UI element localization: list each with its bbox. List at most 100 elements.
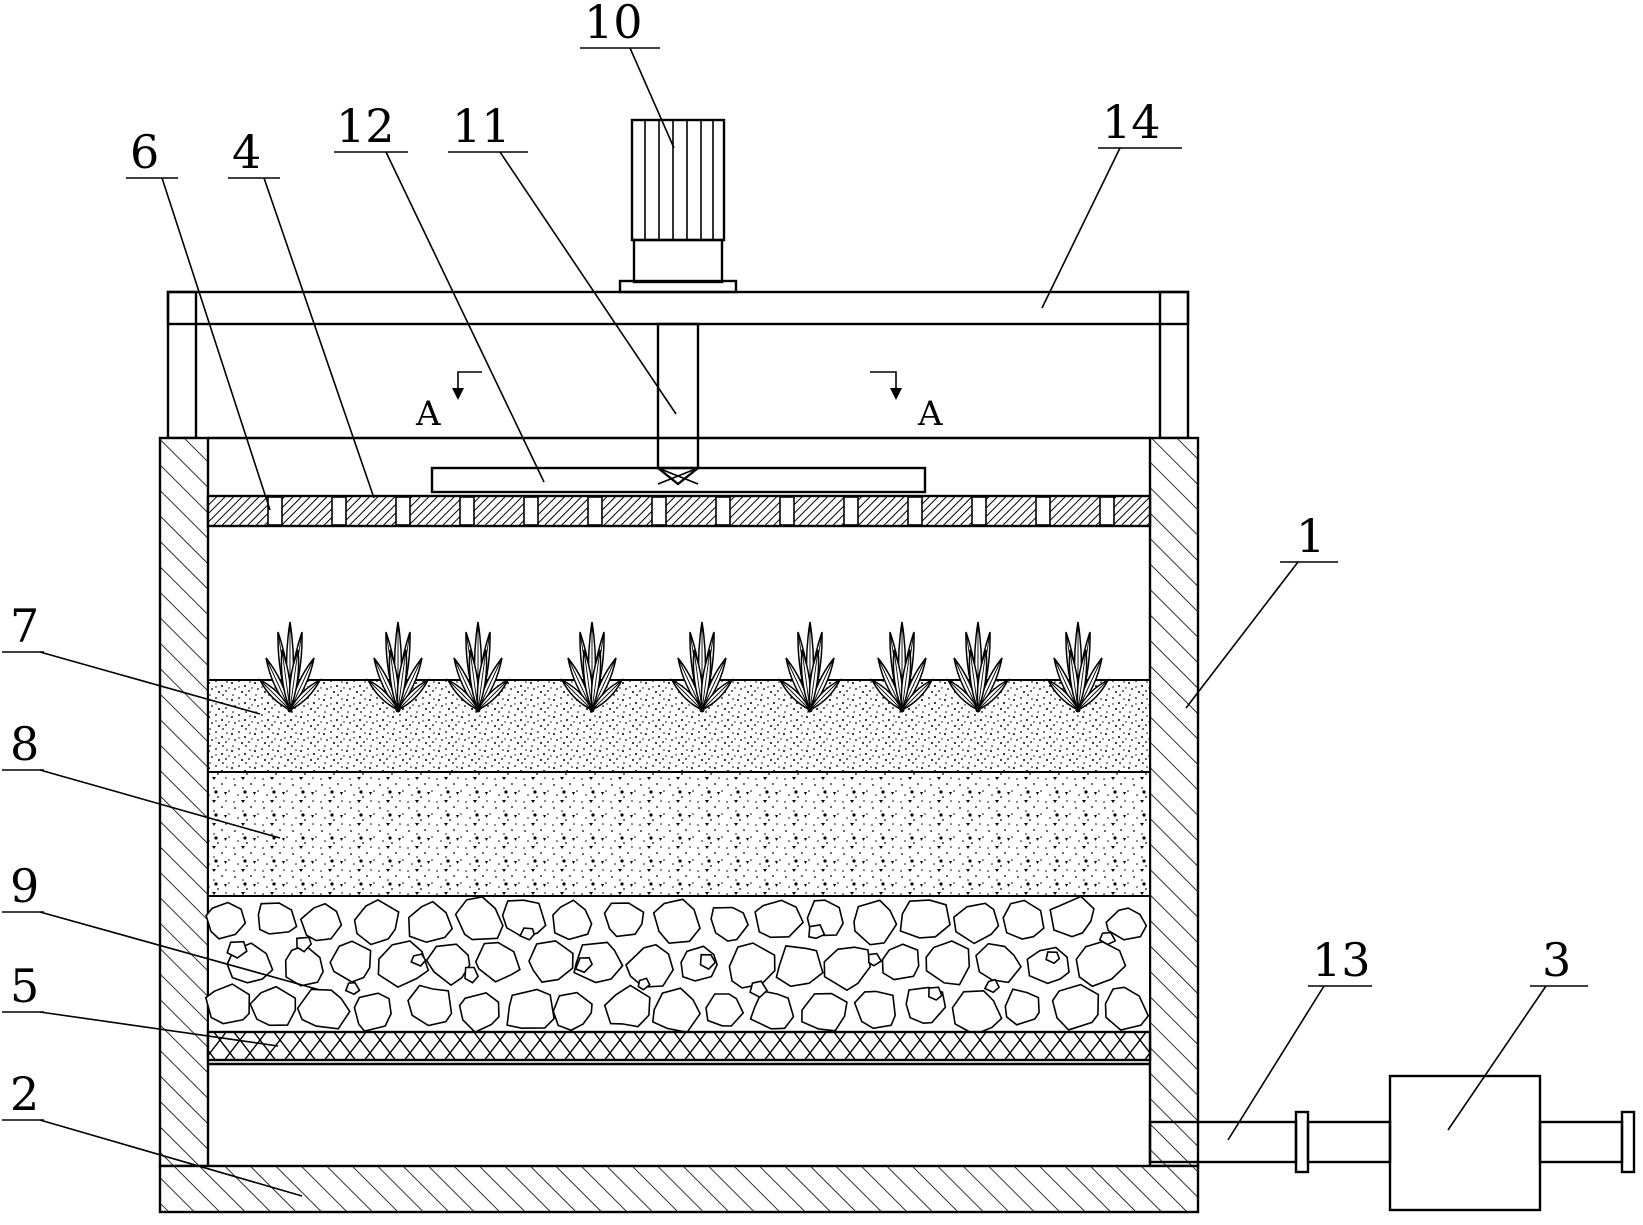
- plant: [366, 621, 430, 713]
- plant: [946, 621, 1010, 713]
- gravel-stone: [952, 902, 1000, 945]
- plate-hole: [651, 496, 667, 526]
- gravel-stone: [204, 983, 251, 1025]
- plate-hole: [267, 496, 283, 526]
- plant: [670, 621, 734, 713]
- gravel-stone: [899, 899, 951, 939]
- gravel-stone: [410, 953, 427, 967]
- label-12: 12: [336, 99, 395, 153]
- gravel-layer: [204, 895, 1151, 1036]
- label-9: 9: [10, 859, 39, 913]
- gravel-stone: [808, 924, 826, 940]
- gravel-stone: [205, 901, 247, 940]
- label-8: 8: [10, 717, 39, 771]
- gravel-stone: [1075, 940, 1127, 988]
- plate-hole: [1035, 496, 1051, 526]
- gravel-stone: [464, 966, 480, 984]
- plant: [446, 621, 510, 713]
- gravel-stone: [284, 944, 324, 987]
- soil-layer: [207, 679, 1151, 773]
- gravel-stone: [407, 900, 454, 944]
- label-13: 13: [1312, 933, 1371, 987]
- gravel-stone: [749, 980, 769, 999]
- gravel-stone: [519, 927, 536, 941]
- gravel-stone: [625, 943, 674, 988]
- label-2: 2: [10, 1067, 39, 1121]
- gravel-stone: [353, 992, 392, 1032]
- gravel-stone: [353, 898, 400, 946]
- gravel-stone: [983, 978, 1001, 994]
- plate-hole: [331, 496, 347, 526]
- section-mark-left: A: [415, 394, 441, 434]
- gravel-stone: [925, 940, 971, 986]
- gravel-stone: [749, 990, 795, 1030]
- gravel-stone: [705, 993, 745, 1027]
- plants: [258, 621, 1110, 713]
- gravel-stone: [1098, 931, 1117, 946]
- gravel-stone: [574, 956, 594, 974]
- gravel-stone: [249, 985, 297, 1027]
- label-14: 14: [1102, 95, 1161, 149]
- plate-hole: [1099, 496, 1115, 526]
- drive-shaft: [656, 322, 700, 486]
- gravel-stone: [951, 989, 1003, 1036]
- section-mark-right: A: [917, 394, 943, 434]
- gravel-stone: [775, 945, 824, 988]
- gravel-stone: [299, 902, 343, 942]
- plant: [1046, 621, 1110, 713]
- gravel-stone: [1051, 983, 1100, 1031]
- gravel-stone: [458, 992, 500, 1034]
- plant: [258, 621, 322, 713]
- plate-hole: [715, 496, 731, 526]
- label-10: 10: [584, 0, 643, 49]
- gravel-stone: [329, 940, 372, 983]
- gravel-stone: [652, 898, 701, 945]
- gravel-stone: [867, 952, 883, 967]
- plate-hole: [779, 496, 795, 526]
- motor: [618, 118, 738, 294]
- gravel-stone: [454, 896, 504, 941]
- label-7: 7: [10, 599, 39, 653]
- gravel-stone: [801, 992, 848, 1032]
- gravel-stone: [296, 988, 351, 1030]
- top-frame: [166, 290, 1190, 440]
- gravel-stone: [1104, 986, 1150, 1031]
- plate-hole: [459, 496, 475, 526]
- label-5: 5: [10, 959, 39, 1013]
- tank-right-wall: [1148, 436, 1200, 1168]
- gravel-stone: [823, 946, 872, 992]
- part-labels: 1 2 3 4 5 6 7 8 9 10 11 12 13 14: [10, 0, 1571, 1121]
- gravel-stone: [344, 981, 361, 996]
- gravel-stone: [552, 899, 593, 941]
- gravel-stone: [975, 942, 1022, 984]
- gravel-stone: [710, 906, 750, 942]
- label-1: 1: [1296, 509, 1325, 563]
- tank-base: [158, 1164, 1200, 1214]
- gravel-stone: [927, 986, 943, 1001]
- gravel-stone: [226, 940, 248, 959]
- label-11: 11: [452, 99, 511, 153]
- gravel-stone: [474, 941, 521, 983]
- gravel-stone: [603, 984, 651, 1028]
- gravel-stone: [257, 902, 298, 935]
- plant: [560, 621, 624, 713]
- sand-layer: [207, 771, 1151, 897]
- gravel-stone: [754, 899, 805, 939]
- plate-hole: [907, 496, 923, 526]
- gravel-stone: [853, 899, 898, 946]
- gravel-stone: [1049, 895, 1095, 938]
- gravel-stone: [528, 940, 574, 983]
- perforated-plate: [206, 494, 1152, 528]
- tank-left-wall: [158, 436, 210, 1168]
- gravel-stone: [552, 991, 593, 1032]
- gravel-stone: [853, 990, 897, 1030]
- plant: [870, 621, 934, 713]
- plate-hole: [523, 496, 539, 526]
- section-marks: A A: [415, 371, 943, 434]
- gravel-stone: [699, 953, 717, 971]
- pump: [1388, 1074, 1542, 1212]
- plate-hole: [587, 496, 603, 526]
- plate-hole: [843, 496, 859, 526]
- outlet-pipe: [1148, 1110, 1636, 1174]
